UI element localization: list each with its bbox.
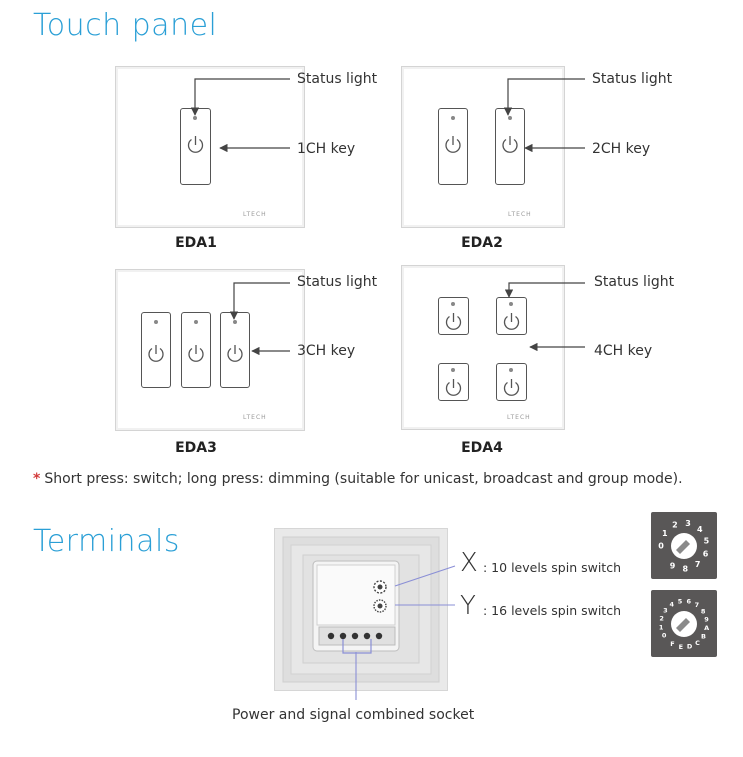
dial-digit: 8 bbox=[683, 565, 689, 574]
asterisk-icon: * bbox=[33, 471, 41, 487]
status-light-label-eda2: Status light bbox=[592, 71, 673, 87]
key-label-eda2: 2CH key bbox=[592, 141, 651, 157]
panel-name-eda4: EDA4 bbox=[461, 440, 503, 456]
dial-digit: 5 bbox=[704, 536, 710, 545]
key-4ch-bottom-right bbox=[496, 363, 527, 401]
brand-logo: LTECH bbox=[507, 414, 531, 421]
power-icon bbox=[445, 313, 462, 330]
status-light-label-eda3: Status light bbox=[297, 274, 378, 290]
power-icon bbox=[503, 379, 520, 396]
panel-name-eda2: EDA2 bbox=[461, 235, 503, 251]
x-description: : 10 levels spin switch bbox=[483, 560, 621, 575]
key-3ch-left bbox=[141, 312, 171, 388]
power-icon bbox=[445, 136, 461, 153]
status-light-dot bbox=[509, 368, 513, 372]
brand-logo: LTECH bbox=[508, 211, 532, 218]
dial-digit: 4 bbox=[697, 525, 703, 534]
dial-digit: C bbox=[695, 639, 700, 647]
dial-digit: F bbox=[670, 640, 674, 648]
dial-digit: 2 bbox=[672, 521, 678, 530]
dial-digit: 6 bbox=[687, 598, 692, 606]
status-light-dot bbox=[508, 116, 512, 120]
status-light-dot bbox=[154, 320, 158, 324]
dial-digit: 7 bbox=[695, 560, 701, 569]
dial-digit: 8 bbox=[701, 607, 706, 615]
dial-pointer-icon bbox=[676, 618, 690, 632]
panel-eda2: LTECH bbox=[401, 66, 565, 228]
panel-eda1: LTECH bbox=[115, 66, 305, 228]
key-4ch-top-left bbox=[438, 297, 469, 335]
key-4ch-top-right bbox=[496, 297, 527, 335]
dial-digit: 9 bbox=[704, 615, 709, 623]
key-label-eda4: 4CH key bbox=[594, 343, 653, 359]
status-light-dot bbox=[509, 302, 513, 306]
dial-digit: B bbox=[701, 632, 706, 640]
dial-digit: 4 bbox=[670, 601, 675, 609]
key-3ch-middle bbox=[181, 312, 211, 388]
status-light-dot bbox=[451, 116, 455, 120]
brand-logo: LTECH bbox=[243, 414, 267, 421]
terminals-title: Terminals bbox=[33, 524, 180, 559]
power-icon bbox=[187, 136, 204, 153]
status-light-dot bbox=[451, 368, 455, 372]
power-icon bbox=[227, 345, 243, 362]
dial-digit: 7 bbox=[695, 601, 700, 609]
power-icon bbox=[148, 345, 164, 362]
terminal-back-drawing bbox=[282, 536, 440, 683]
usage-note-text: Short press: switch; long press: dimming… bbox=[44, 471, 683, 487]
dial-pointer-icon bbox=[676, 540, 690, 554]
dial-digit: 5 bbox=[678, 598, 683, 606]
panel-name-eda3: EDA3 bbox=[175, 440, 217, 456]
power-icon bbox=[188, 345, 204, 362]
dial-digit: 3 bbox=[663, 607, 668, 615]
usage-note: *Short press: switch; long press: dimmin… bbox=[33, 471, 683, 487]
dial-digit: 6 bbox=[703, 550, 709, 559]
dial-digit: 0 bbox=[662, 632, 667, 640]
terminal-back-image bbox=[274, 528, 448, 691]
touch-panel-title: Touch panel bbox=[33, 8, 218, 43]
key-label-eda3: 3CH key bbox=[297, 343, 356, 359]
status-light-dot bbox=[194, 320, 198, 324]
dial-digit: 2 bbox=[659, 615, 664, 623]
dial-digit: 1 bbox=[662, 529, 668, 538]
dial-digit: A bbox=[704, 624, 709, 632]
status-light-dot bbox=[193, 116, 197, 120]
power-icon bbox=[503, 313, 520, 330]
panel-name-eda1: EDA1 bbox=[175, 235, 217, 251]
y-letter: Y bbox=[460, 591, 476, 621]
power-icon bbox=[445, 379, 462, 396]
key-1ch bbox=[180, 108, 211, 185]
status-light-label-eda1: Status light bbox=[297, 71, 378, 87]
key-2ch-left bbox=[438, 108, 468, 185]
status-light-dot bbox=[451, 302, 455, 306]
dial-digit: 0 bbox=[658, 542, 664, 551]
dial-digit: 3 bbox=[685, 519, 691, 528]
socket-label: Power and signal combined socket bbox=[232, 707, 475, 723]
panel-eda3: LTECH bbox=[115, 269, 305, 431]
dial-digit: E bbox=[679, 643, 683, 651]
dial-digit: 1 bbox=[659, 623, 664, 631]
key-4ch-bottom-left bbox=[438, 363, 469, 401]
power-icon bbox=[502, 136, 518, 153]
x-letter: X bbox=[460, 548, 478, 578]
brand-logo: LTECH bbox=[243, 211, 267, 218]
dial-digit: D bbox=[687, 643, 693, 651]
status-light-dot bbox=[233, 320, 237, 324]
dial-digit: 9 bbox=[670, 562, 676, 571]
y-description: : 16 levels spin switch bbox=[483, 603, 621, 618]
key-3ch-right bbox=[220, 312, 250, 388]
key-label-eda1: 1CH key bbox=[297, 141, 356, 157]
status-light-label-eda4: Status light bbox=[594, 274, 675, 290]
